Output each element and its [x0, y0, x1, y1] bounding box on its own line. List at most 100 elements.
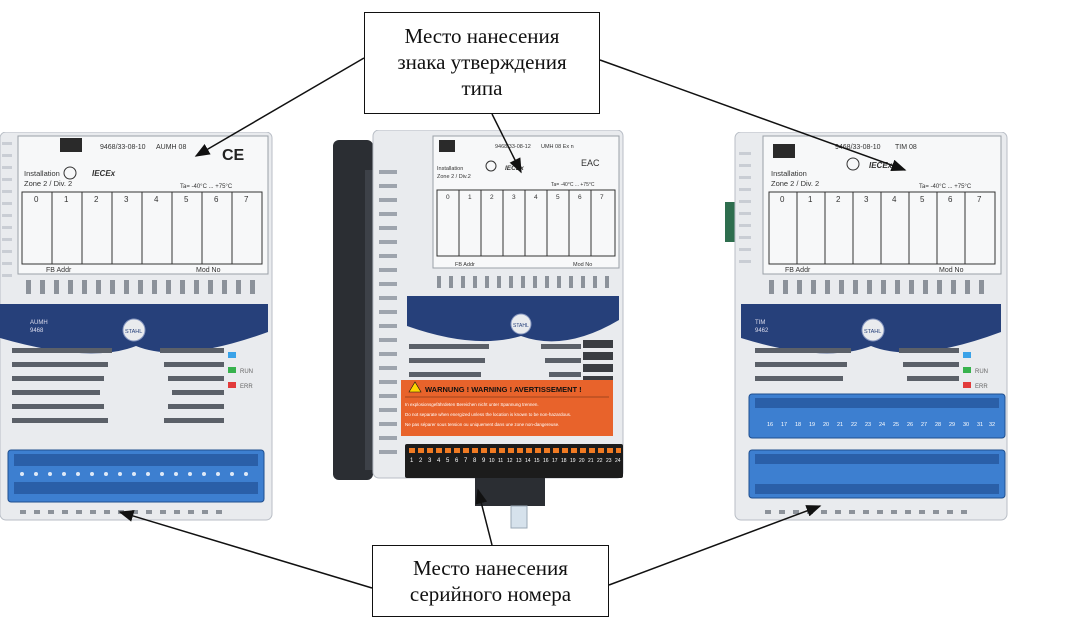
- module-right-photo: 9468/33-08-10 TIM 08 IECEx Installation …: [725, 132, 1008, 521]
- callout-serial-line: серийного номера: [409, 582, 572, 606]
- led-run-icon: [228, 367, 236, 373]
- stahl-logo: STAHL: [864, 329, 881, 335]
- terminal-number: 3: [428, 458, 432, 464]
- terminal-number: 6: [455, 458, 459, 464]
- terminal-number: 22: [597, 458, 603, 464]
- warning-line-en: Do not separate when energized unless th…: [405, 412, 571, 417]
- module-middle-umh: 9468/33-08-12 UMH 08 Ex n IECEx EAC Inst…: [325, 130, 627, 530]
- channel-label: 2: [836, 195, 841, 204]
- model-label: TIM 08: [895, 144, 917, 151]
- terminal-number: 5: [446, 458, 450, 464]
- module-middle-photo: 9468/33-08-12 UMH 08 Ex n IECEx EAC Inst…: [333, 130, 624, 529]
- callout-serial-line: Место нанесения: [413, 556, 568, 580]
- channel-label: 6: [578, 194, 582, 201]
- iecex-mark: IECEx: [92, 169, 116, 178]
- temperature-range-label: Ta= -40°C ... +75°C: [551, 182, 595, 188]
- callout-approval-line: Место нанесения: [404, 24, 560, 48]
- installation-label: Installation: [24, 169, 60, 178]
- channel-label: 4: [154, 195, 159, 204]
- terminal-number: 29: [949, 422, 955, 428]
- channel-label: 0: [780, 195, 785, 204]
- stahl-logo: STAHL: [513, 323, 529, 329]
- terminal-number: 27: [921, 422, 927, 428]
- channel-label: 4: [892, 195, 897, 204]
- terminal-number: 16: [543, 458, 549, 464]
- terminal-number: 20: [823, 422, 829, 428]
- fb-addr-label: FB Addr: [785, 267, 811, 274]
- terminal-number: 18: [795, 422, 801, 428]
- channel-label: 7: [977, 195, 982, 204]
- led-blue-icon: [228, 352, 236, 358]
- channel-label: 1: [64, 195, 69, 204]
- bartec-logo: [439, 140, 455, 152]
- terminal-number: 18: [561, 458, 567, 464]
- led-err-label: ERR: [240, 384, 253, 390]
- channel-label: 0: [34, 195, 39, 204]
- module-number-label: 9468: [30, 328, 44, 334]
- mod-no-label: Mod No: [196, 267, 221, 274]
- terminal-number: 23: [606, 458, 612, 464]
- channel-label: 3: [512, 194, 516, 201]
- terminal-number: 8: [473, 458, 477, 464]
- fb-addr-label: FB Addr: [46, 267, 72, 274]
- ce-mark: CE: [222, 147, 245, 164]
- module-number-label: 9462: [755, 328, 769, 334]
- channel-label: 7: [244, 195, 249, 204]
- terminal-number: 19: [809, 422, 815, 428]
- terminal-number: 19: [570, 458, 576, 464]
- warning-triangle-icon: [408, 381, 422, 393]
- terminal-number: 10: [489, 458, 495, 464]
- callout-serial-number: Место нанесения серийного номера: [372, 545, 609, 617]
- led-err-icon: [228, 382, 236, 388]
- zone-label: Zone 2 / Div.2: [437, 174, 471, 180]
- mod-no-label: Mod No: [939, 267, 964, 274]
- terminal-number: 24: [615, 458, 621, 464]
- terminal-number: 23: [865, 422, 871, 428]
- terminal-number: 24: [879, 422, 885, 428]
- terminal-number: 17: [552, 458, 558, 464]
- module-right-tim: 9468/33-08-10 TIM 08 IECEx Installation …: [725, 132, 1010, 524]
- terminal-number: 9: [482, 458, 486, 464]
- channel-label: 3: [864, 195, 869, 204]
- terminal-number: 17: [781, 422, 787, 428]
- warning-line-fr: Ne pas séparer sous tension ou uniquemen…: [405, 422, 559, 427]
- terminal-number: 28: [935, 422, 941, 428]
- terminal-number: 22: [851, 422, 857, 428]
- channel-label: 1: [468, 194, 472, 201]
- terminal-number: 2: [419, 458, 423, 464]
- eac-mark: EAC: [581, 158, 600, 168]
- terminal-number: 1: [410, 458, 414, 464]
- terminal-number: 21: [837, 422, 843, 428]
- channel-label: 2: [94, 195, 99, 204]
- terminal-number: 25: [893, 422, 899, 428]
- mod-no-label: Mod No: [573, 262, 592, 268]
- bartec-logo: [773, 144, 795, 158]
- terminal-number: 12: [507, 458, 513, 464]
- model-label: AUMH 08: [156, 144, 186, 151]
- warning-label: [401, 380, 613, 436]
- model-label: UMH 08 Ex n: [541, 144, 574, 150]
- led-err-label: ERR: [975, 384, 988, 390]
- module-left-aumh: 9468/33-08-10 AUMH 08 CE IECEx Installat…: [0, 132, 275, 522]
- temperature-range-label: Ta= -40°C ... +75°C: [919, 184, 972, 190]
- terminal-number: 4: [437, 458, 441, 464]
- temperature-range-label: Ta= -40°C ... +75°C: [180, 184, 233, 190]
- terminal-number: 30: [963, 422, 969, 428]
- channel-label: 2: [490, 194, 494, 201]
- zone-label: Zone 2 / Div. 2: [24, 179, 72, 188]
- iecex-mark: IECEx: [869, 161, 893, 170]
- warning-title: WARNUNG ! WARNING ! AVERTISSEMENT !: [425, 385, 582, 394]
- terminal-number: 7: [464, 458, 468, 464]
- terminal-number: 11: [498, 458, 503, 464]
- led-run-icon: [963, 367, 971, 373]
- channel-label: 1: [808, 195, 813, 204]
- bartec-logo: [60, 138, 82, 152]
- led-run-label: RUN: [240, 369, 253, 375]
- channel-label: 6: [214, 195, 219, 204]
- module-type-label: TIM: [755, 320, 765, 326]
- channel-label: 5: [920, 195, 925, 204]
- module-type-label: AUMH: [30, 320, 48, 326]
- channel-label: 6: [948, 195, 953, 204]
- led-run-label: RUN: [975, 369, 988, 375]
- terminal-number: 16: [767, 422, 773, 428]
